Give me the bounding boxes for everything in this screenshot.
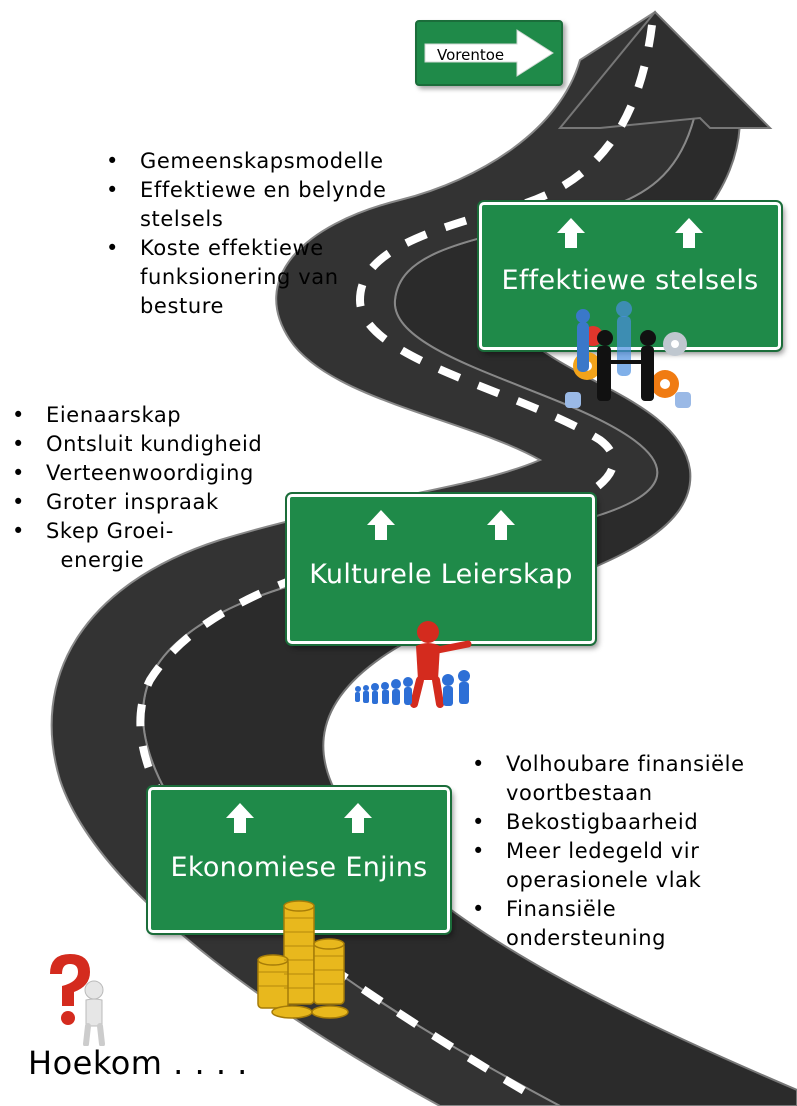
up-arrow-icon xyxy=(366,510,395,540)
up-arrow-icon xyxy=(487,510,516,540)
bullet-item: Koste effektiewe funksionering van bestu… xyxy=(106,234,436,321)
up-arrow-icon xyxy=(225,803,254,833)
up-arrow-icon xyxy=(344,803,373,833)
bullet-item: Meer ledegeld vir operasionele vlak xyxy=(472,837,792,895)
up-arrow-icon xyxy=(675,218,704,248)
question-mark-icon xyxy=(50,954,105,1046)
bullet-item: Finansiële ondersteuning xyxy=(472,895,792,953)
sign-title: Kulturele Leierskap xyxy=(309,559,573,590)
bullet-item: Ontsluit kundigheid xyxy=(12,430,322,459)
bullet-item: Verteenwoordiging xyxy=(12,459,322,488)
bullet-item: Bekostigbaarheid xyxy=(472,808,792,837)
leader-figures-icon xyxy=(355,621,472,708)
bullet-item: Volhoubare finansiële voortbestaan xyxy=(472,750,792,808)
right-arrow-icon xyxy=(424,29,554,77)
bullets-ekonomiese-enjins: Volhoubare finansiële voortbestaanBekost… xyxy=(472,750,792,953)
vorentoe-sign: Vorentoe xyxy=(415,20,563,86)
bullets-effektiewe-stelsels: GemeenskapsmodelleEffektiewe en belynde … xyxy=(106,147,436,321)
sign-kulturele-leierskap: Kulturele Leierskap xyxy=(287,494,595,644)
vorentoe-label: Vorentoe xyxy=(437,46,505,64)
bullet-item: Skep Groei- energie xyxy=(12,517,322,575)
up-arrow-icon xyxy=(556,218,585,248)
bullet-item: Eienaarskap xyxy=(12,401,322,430)
road-arrow-head xyxy=(557,10,773,129)
bullet-item: Effektiewe en belynde stelsels xyxy=(106,176,436,234)
bullets-kulturele-leierskap: EienaarskapOntsluit kundigheidVerteenwoo… xyxy=(12,401,322,575)
sign-title: Effektiewe stelsels xyxy=(501,265,759,296)
bullet-item: Gemeenskapsmodelle xyxy=(106,147,436,176)
sign-title: Ekonomiese Enjins xyxy=(170,852,428,883)
gold-coins-icon xyxy=(257,900,349,1019)
hoekom-label: Hoekom . . . . xyxy=(28,1044,248,1082)
bullet-item: Groter inspraak xyxy=(12,488,322,517)
business-people-gears-icon xyxy=(565,301,691,408)
